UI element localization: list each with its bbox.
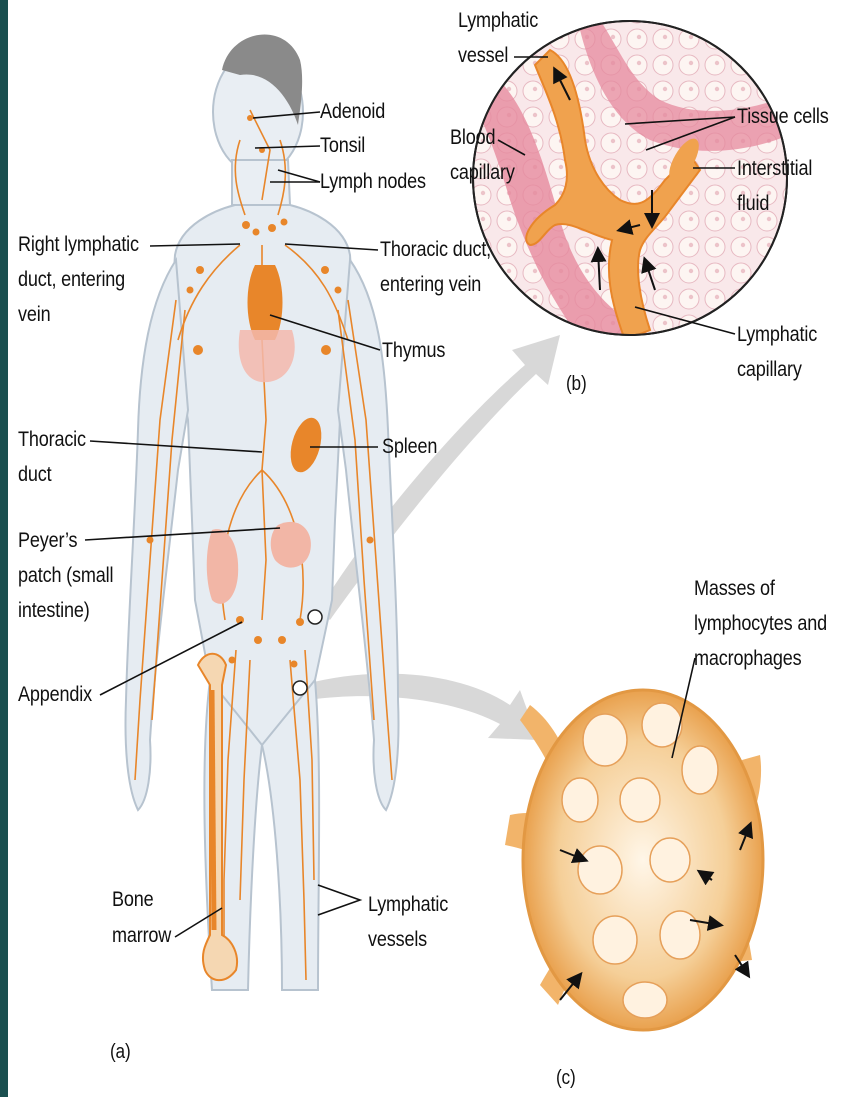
label-tissue-cells: Tissue cells (737, 104, 829, 129)
label-right-lymphatic-duct-line1: Right lymphatic (18, 232, 139, 257)
tissue-circle (465, 20, 800, 360)
label-peyers-line1: Peyer’s (18, 528, 77, 553)
zoom-spot-c (293, 681, 307, 695)
zoom-arrow-to-c (305, 674, 538, 740)
thymus-organ (248, 265, 283, 340)
label-interstitial-fluid-line1: Interstitial (737, 156, 812, 181)
label-lymphatic-vessels-line1: Lymphatic (368, 892, 448, 917)
label-thoracic-duct-line2: duct (18, 462, 51, 487)
label-masses-line2: lymphocytes and (694, 611, 827, 636)
label-lymphatic-capillary-line2: capillary (737, 357, 802, 382)
label-peyers-line2: patch (small (18, 563, 113, 588)
label-interstitial-fluid-line2: fluid (737, 191, 769, 216)
label-bone-marrow-line2: marrow (112, 923, 171, 948)
label-spleen: Spleen (382, 434, 437, 459)
zoom-spot-b (308, 610, 322, 624)
label-lymphatic-vessel-line2: vessel (458, 43, 508, 68)
label-masses-line1: Masses of (694, 576, 775, 601)
label-right-lymphatic-duct-line3: vein (18, 302, 50, 327)
label-blood-capillary-line1: Blood (450, 125, 495, 150)
label-thoracic-duct-vein-line2: entering vein (380, 272, 481, 297)
label-peyers-line3: intestine) (18, 598, 90, 623)
label-thoracic-duct-line1: Thoracic (18, 427, 86, 452)
label-blood-capillary-line2: capillary (450, 160, 515, 185)
label-lymphatic-vessels-line2: vessels (368, 927, 427, 952)
label-thoracic-duct-vein-line1: Thoracic duct, (380, 237, 491, 262)
panel-letter-a: (a) (110, 1040, 131, 1064)
label-right-lymphatic-duct-line2: duct, entering (18, 267, 125, 292)
label-bone-marrow-line1: Bone (112, 887, 153, 912)
label-lymphatic-vessel-line1: Lymphatic (458, 8, 538, 33)
label-thymus: Thymus (382, 338, 445, 363)
label-masses-line3: macrophages (694, 646, 802, 671)
label-lymphatic-capillary-line1: Lymphatic (737, 322, 817, 347)
label-lymph-nodes: Lymph nodes (320, 169, 426, 194)
panel-letter-b: (b) (566, 372, 587, 396)
label-adenoid: Adenoid (320, 99, 385, 124)
label-tonsil: Tonsil (320, 133, 365, 158)
panel-letter-c: (c) (556, 1066, 576, 1090)
lymph-node-section (505, 690, 763, 1030)
label-appendix: Appendix (18, 682, 92, 707)
